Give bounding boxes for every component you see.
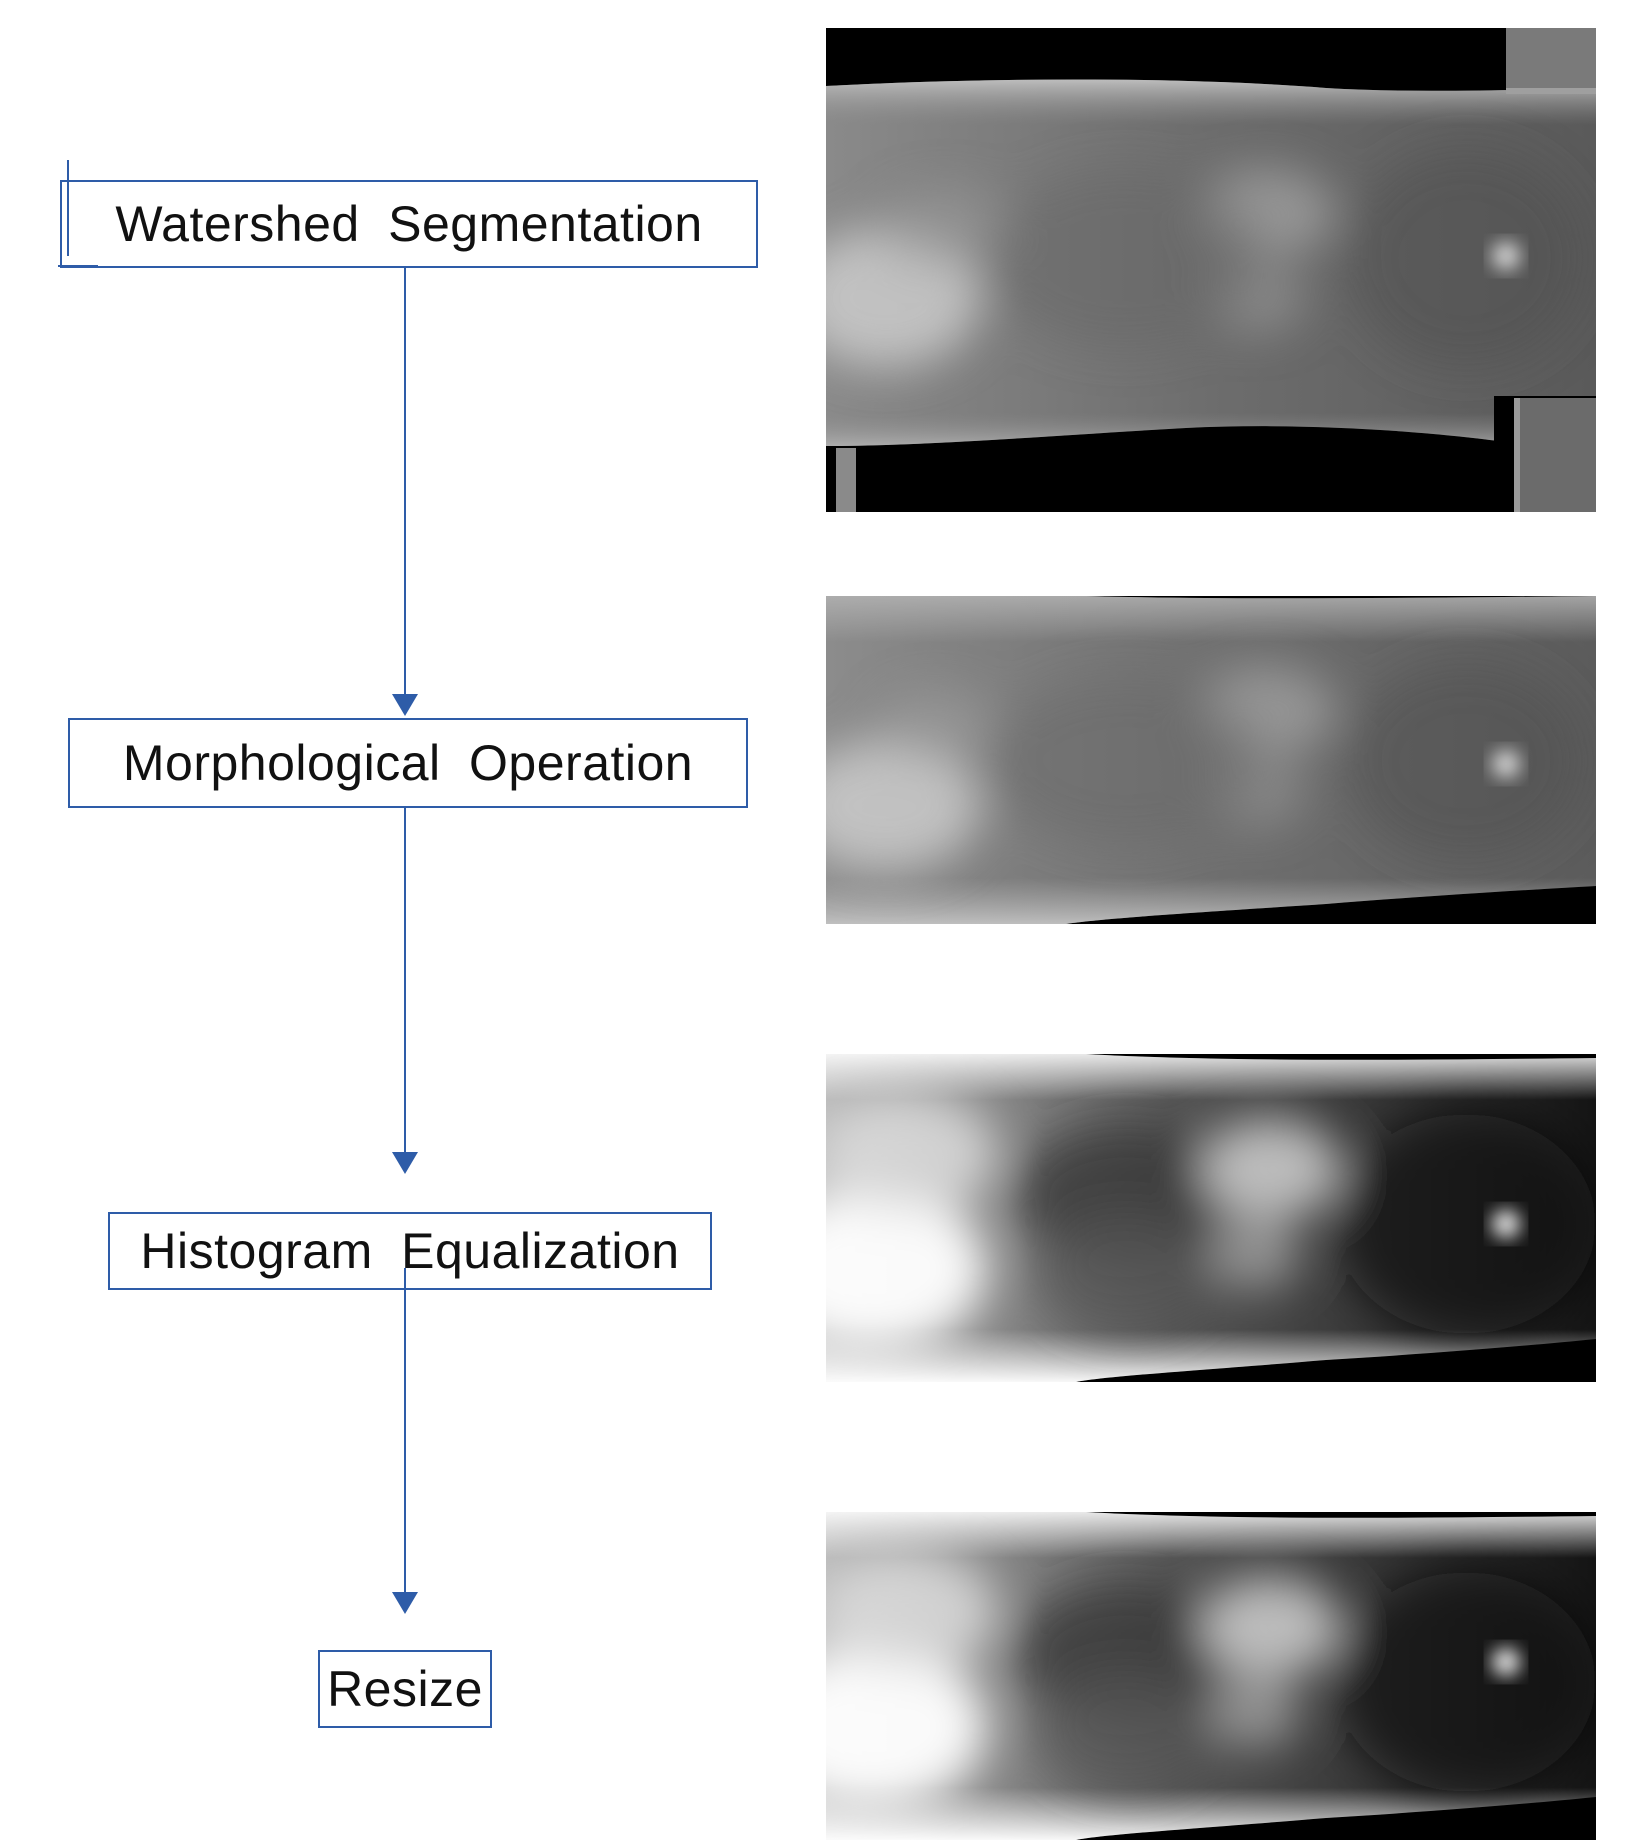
- step-label-histogram: Histogram Equalization: [140, 1223, 680, 1279]
- morphological-operation-image: [826, 596, 1596, 924]
- step-box-histogram: Histogram Equalization: [108, 1212, 712, 1290]
- histogram-equalization-image: [826, 1054, 1596, 1382]
- watershed-segmentation-image: [826, 28, 1596, 512]
- arrow-2: [392, 808, 418, 1174]
- step-label-morphological: Morphological Operation: [122, 735, 694, 791]
- step-box-watershed: Watershed Segmentation: [60, 180, 758, 268]
- arrow-3: [392, 1268, 418, 1614]
- arrow-1: [392, 267, 418, 716]
- step-label-resize: Resize: [327, 1661, 483, 1717]
- resize-image: [826, 1512, 1596, 1840]
- step-box-morphological: Morphological Operation: [68, 718, 748, 808]
- step-label-watershed: Watershed Segmentation: [115, 196, 703, 252]
- step-box-resize: Resize: [318, 1650, 492, 1728]
